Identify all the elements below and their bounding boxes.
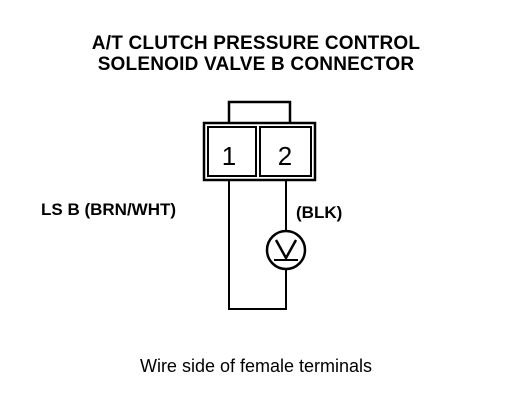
voltmeter-icon — [265, 229, 307, 271]
terminal-2-label: 2 — [278, 141, 292, 171]
voltmeter-circle — [265, 229, 307, 271]
voltmeter-v-mark — [274, 239, 298, 261]
wire-label-ls-b: LS B (BRN/WHT) — [41, 200, 177, 219]
title-line-2: SOLENOID VALVE B CONNECTOR — [97, 54, 415, 75]
connector-lock-tab — [227, 100, 292, 126]
terminal-1-label: 1 — [222, 141, 236, 171]
terminal-2-cavity — [259, 126, 312, 177]
diagram-caption: Wire side of female terminals — [139, 356, 373, 376]
wire-label-blk: (BLK) — [296, 203, 343, 222]
terminal-1-cavity — [207, 126, 257, 177]
title-line-1: A/T CLUTCH PRESSURE CONTROL — [91, 33, 421, 54]
